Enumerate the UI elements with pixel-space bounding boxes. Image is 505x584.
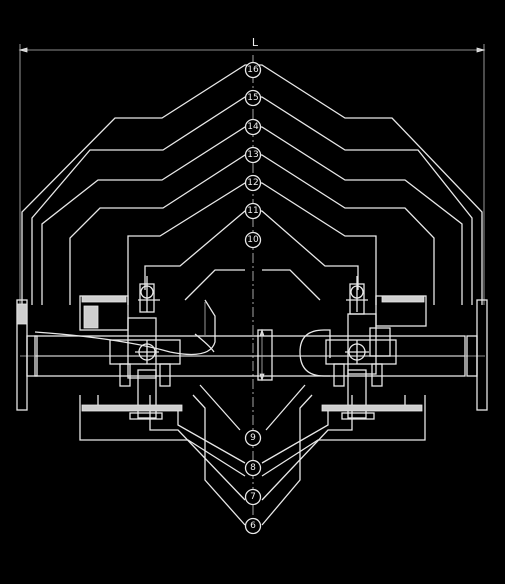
item-number: 6 <box>250 521 256 531</box>
overall-length-dimension: L <box>18 36 486 305</box>
item-number: 8 <box>250 463 256 473</box>
item-number: 9 <box>250 433 256 443</box>
upper-item-balloons: 16 15 14 13 12 11 10 <box>244 61 262 249</box>
item-balloon-15: 15 <box>244 89 262 107</box>
item-balloon-12: 12 <box>244 174 262 192</box>
lower-item-balloons: 9 8 7 6 <box>244 429 262 535</box>
item-balloon-9: 9 <box>244 429 262 447</box>
item-number: 11 <box>247 206 258 216</box>
item-balloon-13: 13 <box>244 146 262 164</box>
item-balloon-7: 7 <box>244 488 262 506</box>
valve-body <box>20 276 485 420</box>
item-balloon-11: 11 <box>244 202 262 220</box>
item-balloon-14: 14 <box>244 118 262 136</box>
item-number: 12 <box>247 178 258 188</box>
item-number: 13 <box>247 150 258 160</box>
item-balloon-16: 16 <box>244 61 262 79</box>
dimension-label: L <box>252 36 259 49</box>
item-balloon-10: 10 <box>244 231 262 249</box>
item-number: 7 <box>250 492 256 502</box>
item-number: 16 <box>247 65 259 75</box>
item-balloon-6: 6 <box>244 517 262 535</box>
item-number: 10 <box>247 235 259 245</box>
right-flange <box>466 299 488 411</box>
left-flange <box>16 299 38 411</box>
item-number: 14 <box>247 122 259 132</box>
item-balloon-8: 8 <box>244 459 262 477</box>
item-number: 15 <box>247 93 258 103</box>
